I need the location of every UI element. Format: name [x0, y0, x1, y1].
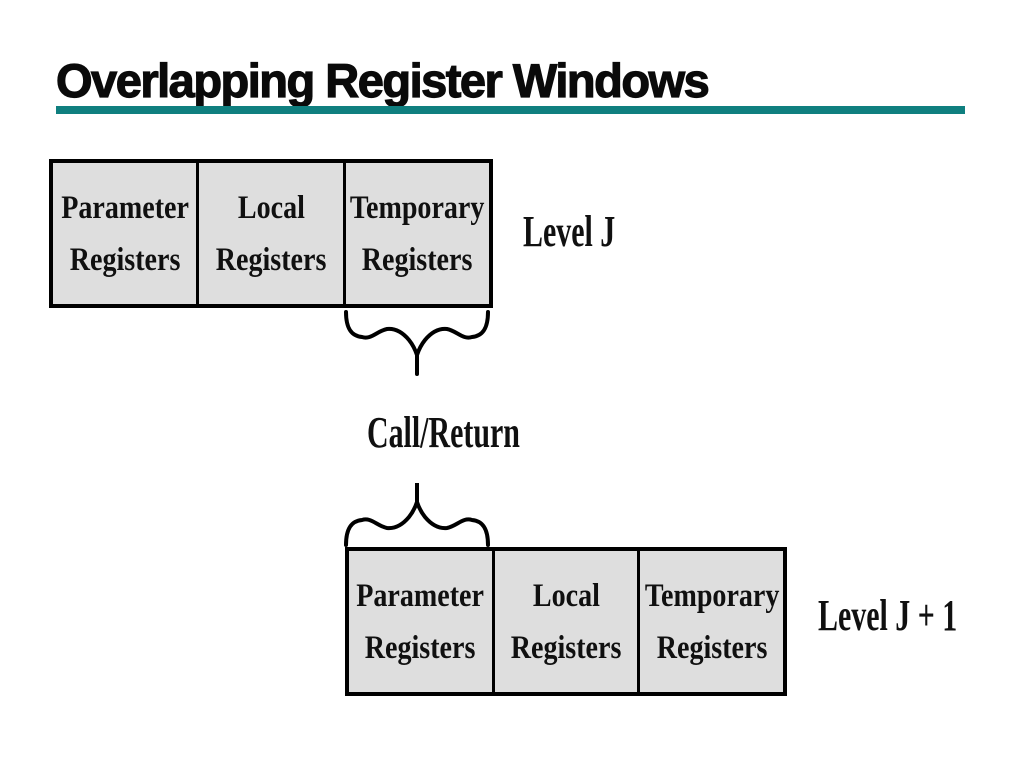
- register-cell-local-j1: Local Registers: [495, 551, 641, 692]
- level-j-plus-1-label: Level J + 1: [818, 594, 1023, 638]
- register-label-line: Registers: [365, 629, 476, 666]
- level-j-label-text: Level J: [523, 207, 616, 256]
- register-label-line: Temporary: [644, 577, 779, 614]
- register-cell-temporary-j: Temporary Registers: [346, 163, 489, 304]
- register-label-line: Registers: [656, 629, 767, 666]
- register-label-line: Temporary: [350, 189, 485, 226]
- curly-brace-down-icon: [344, 310, 490, 376]
- register-cell-temporary-j1: Temporary Registers: [640, 551, 783, 692]
- register-label-line: Registers: [215, 241, 327, 278]
- call-return-label: Call/Return: [331, 411, 520, 455]
- register-label-line: Local: [237, 189, 305, 226]
- register-cell-local-j: Local Registers: [199, 163, 346, 304]
- curly-brace-up-icon: [344, 483, 490, 547]
- register-label-line: Parameter: [60, 189, 189, 226]
- level-j-plus-1-label-text: Level J + 1: [818, 591, 958, 640]
- register-window-level-j-plus-1: Parameter Registers Local Registers Temp…: [345, 547, 787, 696]
- register-label-line: Registers: [362, 241, 473, 278]
- call-return-label-text: Call/Return: [366, 408, 520, 457]
- register-label-line: Local: [532, 577, 600, 614]
- register-window-level-j: Parameter Registers Local Registers Temp…: [49, 159, 493, 308]
- register-label-line: Registers: [510, 629, 622, 666]
- register-label-line: Parameter: [356, 577, 485, 614]
- slide-title: Overlapping Register Windows: [55, 54, 710, 107]
- register-cell-parameter-j1: Parameter Registers: [349, 551, 495, 692]
- register-label-line: Registers: [69, 241, 180, 278]
- title-accent-rule: [56, 106, 965, 114]
- register-cell-parameter-j: Parameter Registers: [53, 163, 200, 304]
- level-j-label: Level J: [523, 210, 659, 254]
